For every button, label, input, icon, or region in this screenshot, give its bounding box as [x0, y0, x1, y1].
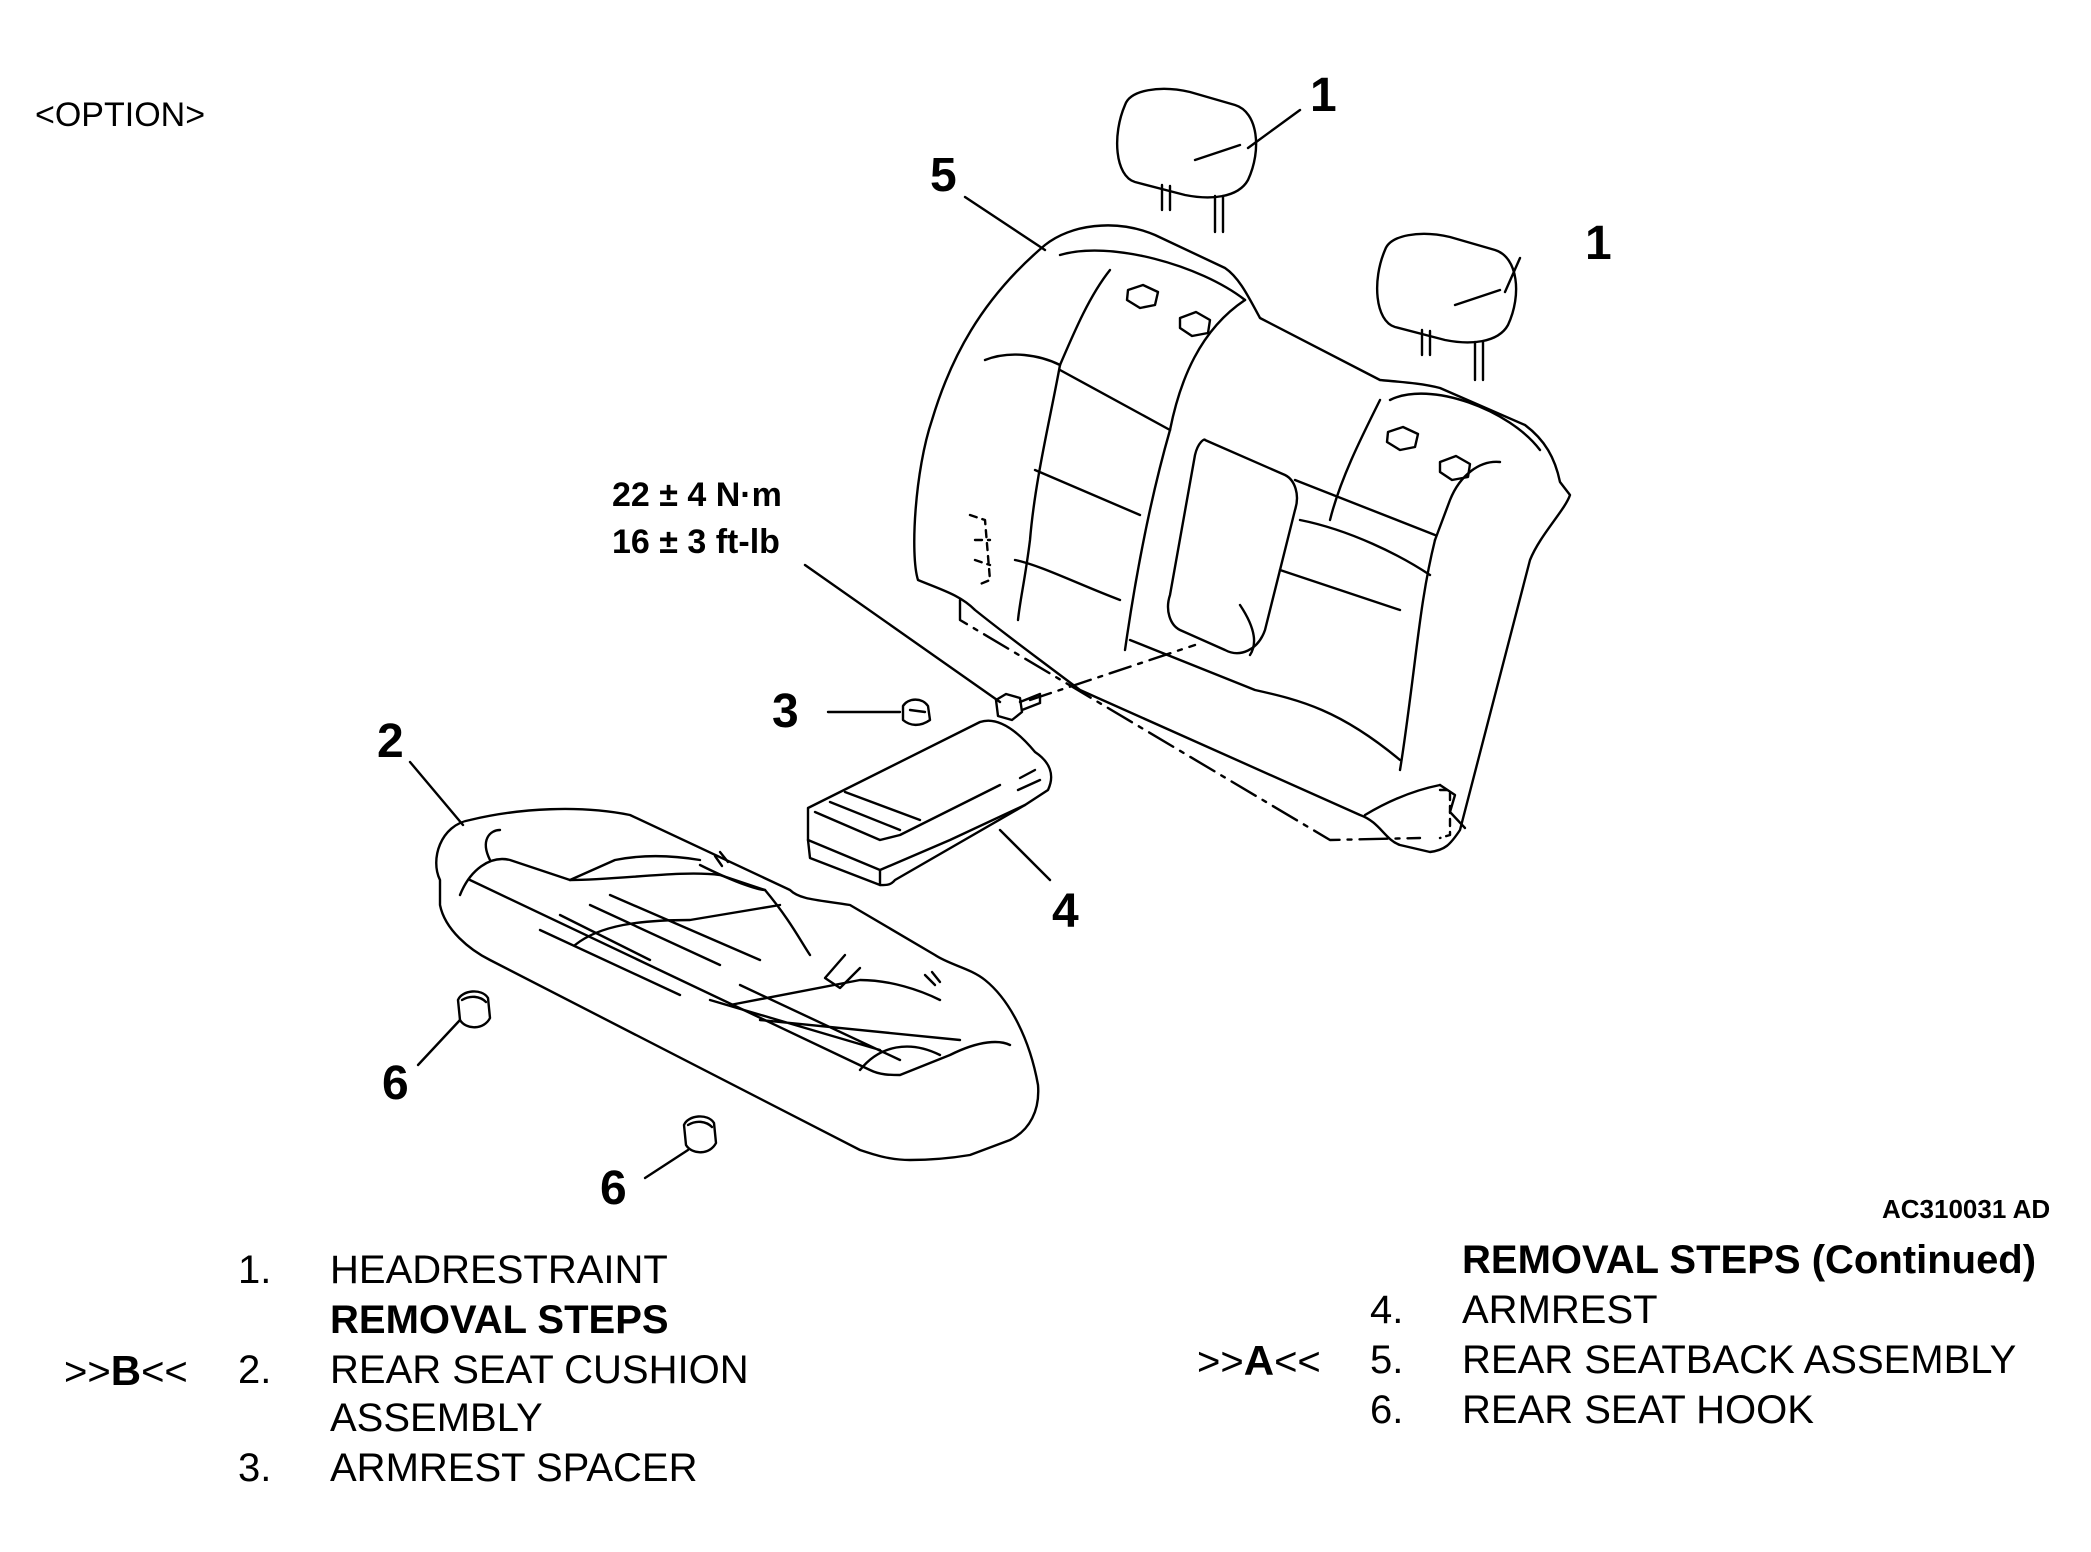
rear-seat-hook-b — [682, 1115, 718, 1154]
callout-1-lower: 1 — [1585, 217, 1612, 270]
leader-lines — [408, 108, 1522, 1180]
legend-item-3-number: 3. — [238, 1446, 272, 1490]
legend-removal-steps-heading: REMOVAL STEPS — [330, 1298, 669, 1342]
legend-item-1-label: HEADRESTRAINT — [330, 1248, 668, 1292]
marker-letter: B — [110, 1347, 142, 1394]
legend-item-5-label: REAR SEATBACK ASSEMBLY — [1462, 1338, 2017, 1382]
legend-item-4-label: ARMREST — [1462, 1288, 1658, 1332]
legend-item-2-label-line2: ASSEMBLY — [330, 1396, 543, 1440]
legend-item-6-number: 6. — [1370, 1388, 1404, 1432]
option-label: <OPTION> — [35, 96, 206, 134]
armrest-spacer — [901, 698, 932, 727]
headrestraint-right — [1375, 232, 1518, 382]
legend-item-2-marker: >>B<< — [64, 1347, 188, 1394]
legend-item-2-label-line1: REAR SEAT CUSHION — [330, 1348, 749, 1392]
legend-removal-steps-continued-heading: REMOVAL STEPS (Continued) — [1462, 1238, 2037, 1282]
mounting-bolt — [994, 692, 1042, 722]
callout-5: 5 — [930, 149, 957, 202]
legend-item-1-number: 1. — [238, 1248, 272, 1292]
armrest — [806, 719, 1053, 887]
marker-suffix: << — [1274, 1340, 1321, 1384]
legend-item-4-number: 4. — [1370, 1288, 1404, 1332]
callout-3: 3 — [772, 685, 799, 738]
torque-ftlb: 16 ± 3 ft-lb — [612, 523, 780, 561]
callout-6-upper: 6 — [382, 1057, 409, 1110]
marker-suffix: << — [141, 1350, 188, 1394]
callout-2: 2 — [377, 715, 404, 768]
rear-seatback-assembly — [913, 224, 1572, 854]
legend-item-6-label: REAR SEAT HOOK — [1462, 1388, 1814, 1432]
rear-seat-hook-a — [456, 990, 492, 1029]
marker-prefix: >> — [1197, 1340, 1244, 1384]
torque-nm: 22 ± 4 N·m — [612, 476, 782, 514]
marker-letter: A — [1243, 1337, 1275, 1384]
rear-seat-cushion-assembly — [435, 807, 1040, 1162]
legend-item-5-number: 5. — [1370, 1338, 1404, 1382]
figure-code: AC310031 AD — [1882, 1194, 2051, 1224]
legend-item-2-number: 2. — [238, 1348, 272, 1392]
callout-6-lower: 6 — [600, 1162, 627, 1215]
callout-1-upper: 1 — [1310, 69, 1337, 122]
marker-prefix: >> — [64, 1350, 111, 1394]
legend-item-5-marker: >>A<< — [1197, 1337, 1321, 1384]
callout-4: 4 — [1052, 885, 1079, 938]
headrestraint-left — [1115, 87, 1258, 234]
legend-item-3-label: ARMREST SPACER — [330, 1446, 698, 1490]
